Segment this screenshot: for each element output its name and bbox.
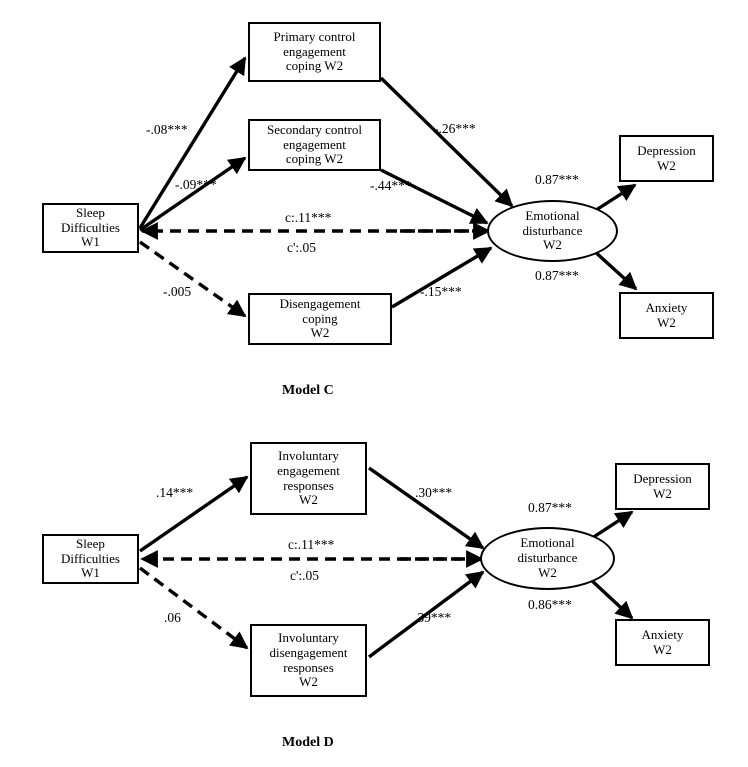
node-line: Involuntary (278, 630, 339, 646)
edge-label-b1-model-c: -.26*** (434, 121, 476, 136)
edge-label-loading-depression-model-d: 0.87*** (528, 500, 572, 515)
node-disengagement-coping: Disengagement coping W2 (248, 293, 392, 345)
edge-label-b2-model-c: -.44*** (370, 178, 412, 193)
node-line: Secondary control (267, 121, 362, 137)
edge-disengagement-to-emotional (391, 246, 493, 309)
node-line: engagement (283, 43, 346, 59)
edge-label-loading-depression-model-c: 0.87*** (535, 172, 579, 187)
node-line: W2 (299, 674, 318, 690)
node-line: Depression (633, 470, 692, 486)
edge-emotional-to-depression-d (588, 510, 634, 542)
node-line: W2 (543, 237, 562, 253)
node-line: Anxiety (645, 299, 688, 315)
edge-label-loading-anxiety-model-d: 0.86*** (528, 597, 572, 612)
edge-secondary-to-emotional (380, 168, 489, 225)
node-line: Sleep (76, 204, 105, 220)
node-line: responses (283, 659, 334, 675)
edge-label-a1-model-d: .14*** (156, 485, 194, 500)
edge-label-b1-model-d: .30*** (415, 485, 453, 500)
node-anxiety-model-c: Anxiety W2 (619, 292, 714, 339)
node-line: Emotional (525, 207, 580, 223)
node-line: disengagement (269, 644, 348, 660)
node-line: coping W2 (285, 151, 344, 167)
node-line: W2 (653, 485, 672, 501)
edge-label-a1-model-c: -.08*** (146, 122, 188, 137)
node-line: disturbance (517, 550, 578, 566)
node-depression-model-c: Depression W2 (619, 135, 714, 182)
node-line: coping (302, 310, 338, 326)
edge-inv-disengagement-to-emotional (367, 570, 485, 659)
node-line: W2 (657, 314, 676, 330)
node-sleep-difficulties-model-d: Sleep Difficulties W1 (42, 534, 139, 584)
node-line: coping W2 (285, 58, 344, 74)
edge-label-total-effect-model-d: c:.11*** (288, 537, 335, 552)
node-line: responses (283, 477, 334, 493)
node-emotional-disturbance-model-c: Emotional disturbance W2 (487, 200, 618, 262)
edge-label-loading-anxiety-model-c: 0.87*** (535, 268, 579, 283)
node-line: engagement (277, 462, 340, 478)
edge-label-total-effect-model-c: c:.11*** (285, 210, 332, 225)
node-line: W1 (81, 565, 100, 581)
edge-label-b2-model-d: .39*** (414, 610, 452, 625)
node-emotional-disturbance-model-d: Emotional disturbance W2 (480, 527, 615, 590)
node-primary-control-coping: Primary control engagement coping W2 (248, 22, 381, 82)
edge-label-a2-model-c: -.09*** (175, 177, 217, 192)
node-line: disturbance (522, 222, 583, 238)
edge-primary-to-emotional (379, 76, 514, 208)
edge-emotional-to-anxiety (591, 248, 638, 291)
node-line: Difficulties (61, 219, 120, 235)
edge-label-a2-model-d: .06 (164, 610, 181, 625)
node-depression-model-d: Depression W2 (615, 463, 710, 510)
edge-emotional-to-anxiety-d (587, 576, 634, 620)
edge-label-a3-model-c: -.005 (163, 284, 192, 299)
edge-sleep-to-secondary (139, 156, 247, 232)
node-line: W2 (653, 641, 672, 657)
model-caption-c: Model C (282, 383, 334, 398)
node-involuntary-disengagement-responses: Involuntary disengagement responses W2 (250, 624, 367, 697)
edge-sleep-to-inv-engagement (139, 475, 249, 553)
node-line: Emotional (520, 535, 575, 551)
node-line: W2 (299, 492, 318, 508)
node-line: Disengagement (279, 295, 361, 311)
node-anxiety-model-d: Anxiety W2 (615, 619, 710, 666)
node-line: Sleep (76, 535, 105, 551)
node-line: Depression (637, 142, 696, 158)
node-line: Difficulties (61, 550, 120, 566)
model-caption-d: Model D (282, 735, 334, 750)
node-line: Primary control (273, 28, 356, 44)
node-line: engagement (283, 136, 346, 152)
node-involuntary-engagement-responses: Involuntary engagement responses W2 (250, 442, 367, 515)
node-line: W2 (310, 325, 330, 341)
edge-sleep-to-disengagement (139, 240, 247, 318)
node-line: W2 (657, 157, 676, 173)
edge-label-b3-model-c: -.15*** (420, 284, 462, 299)
edge-sleep-to-primary (138, 56, 247, 229)
edge-emotional-to-depression (592, 183, 637, 214)
edge-inv-engagement-to-emotional (368, 466, 485, 550)
node-sleep-difficulties-model-c: Sleep Difficulties W1 (42, 203, 139, 253)
node-line: Involuntary (278, 448, 339, 464)
node-secondary-control-coping: Secondary control engagement coping W2 (248, 119, 381, 171)
edge-sleep-to-inv-disengagement (138, 566, 249, 650)
node-line: Anxiety (641, 626, 684, 642)
node-line: W2 (538, 564, 557, 580)
edge-label-direct-effect-model-c: c':.05 (287, 240, 317, 255)
node-line: W1 (81, 234, 100, 250)
edge-label-direct-effect-model-d: c':.05 (290, 568, 320, 583)
